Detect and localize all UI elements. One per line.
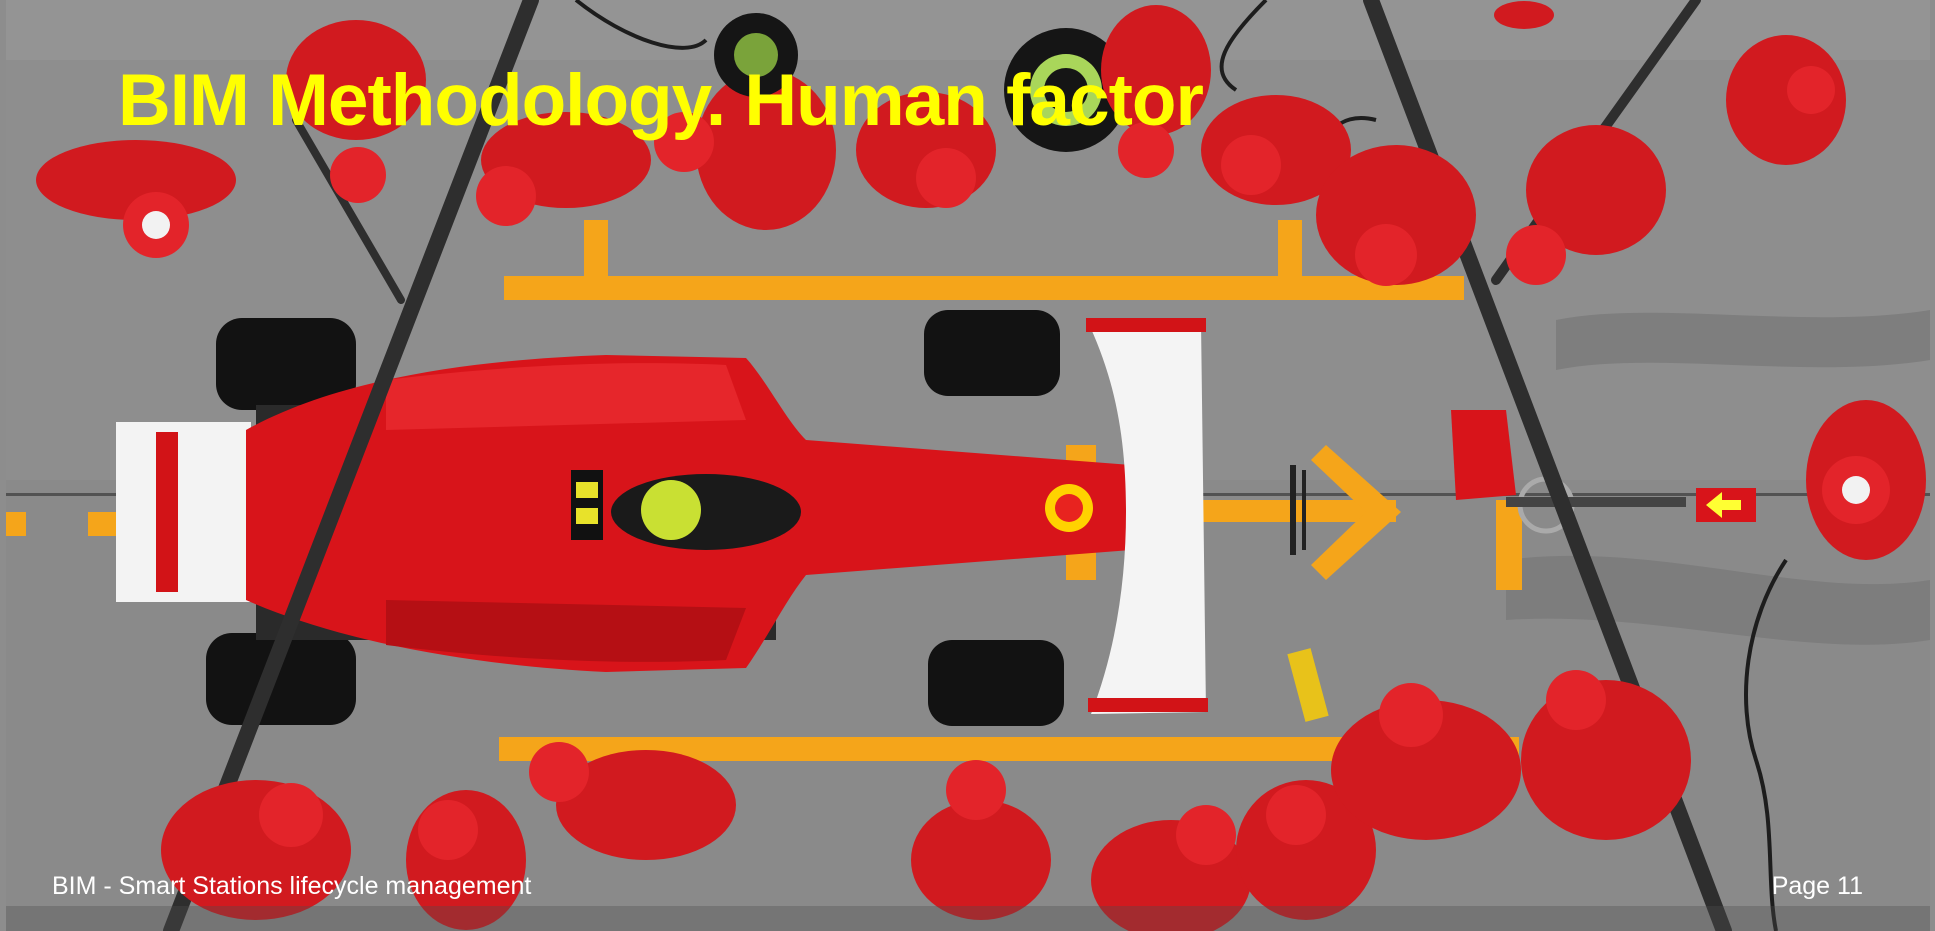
race-car xyxy=(116,310,1208,726)
pit-crew-bottom xyxy=(161,648,1691,931)
slide-title: BIM Methodology. Human factor xyxy=(118,60,1204,141)
pit-crew-top xyxy=(36,1,1846,286)
front-jack xyxy=(1451,410,1756,534)
pit-stop-photo xyxy=(6,0,1930,931)
footer-presentation-name: BIM - Smart Stations lifecycle managemen… xyxy=(52,872,532,900)
page-number: Page 11 xyxy=(1771,872,1863,900)
pit-crew-right xyxy=(1806,400,1926,560)
